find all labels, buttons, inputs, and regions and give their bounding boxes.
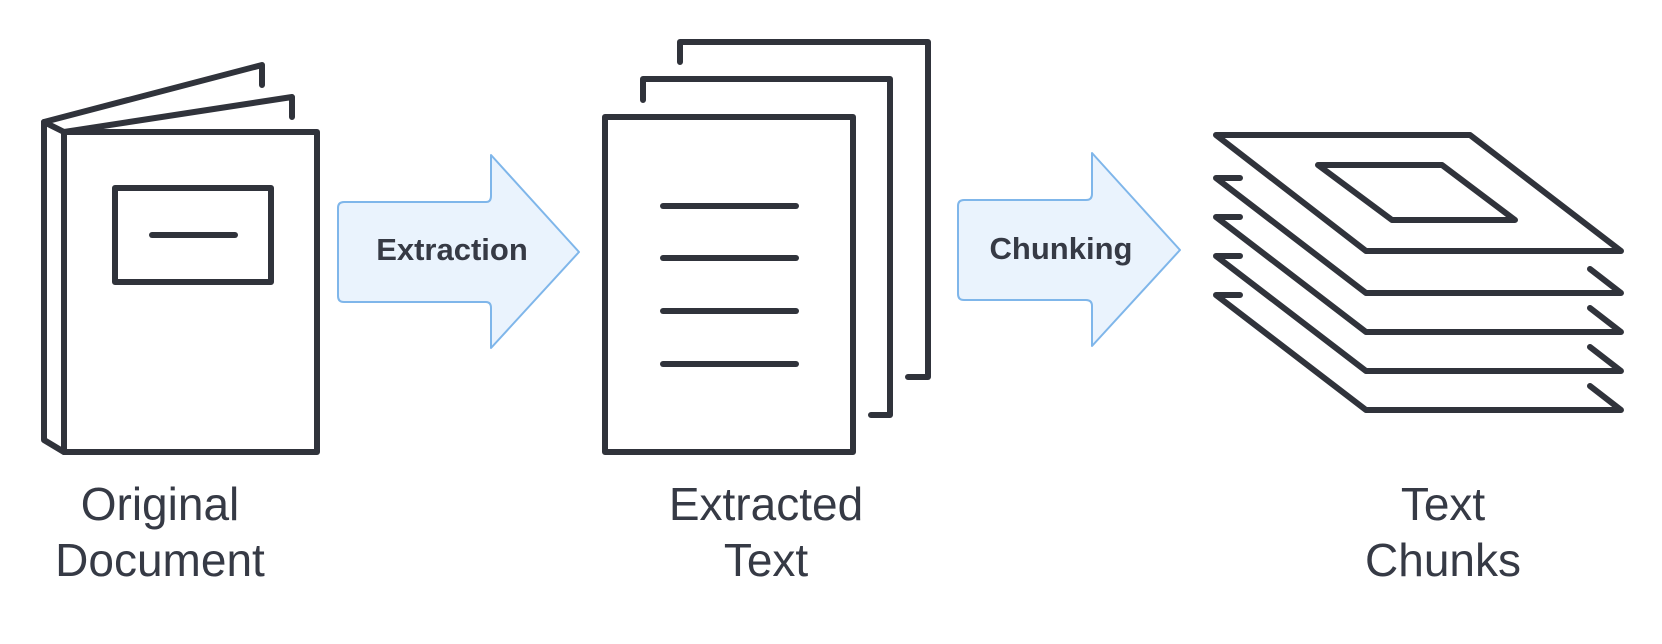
text-chunks-label-line2: Chunks (1365, 534, 1521, 586)
text-chunks-label-line1: Text (1400, 478, 1486, 530)
book-icon (41, 62, 320, 455)
extracted-text-label-line1: Extracted (668, 478, 864, 530)
extraction-arrow: Extraction (337, 154, 580, 349)
extracted-text-label: Extracted Text (646, 476, 886, 588)
extraction-arrow-label: Extraction (376, 232, 528, 267)
chunking-arrow: Chunking (957, 152, 1181, 347)
pages-icon (602, 39, 931, 455)
original-document-label-line2: Document (55, 534, 265, 586)
layers-icon (1213, 132, 1624, 413)
chunking-arrow-label: Chunking (990, 231, 1133, 266)
text-chunks-label: Text Chunks (1323, 476, 1563, 588)
original-document-label: Original Document (40, 476, 280, 588)
original-document-label-line1: Original (80, 478, 240, 530)
extracted-text-label-line2: Text (723, 534, 809, 586)
